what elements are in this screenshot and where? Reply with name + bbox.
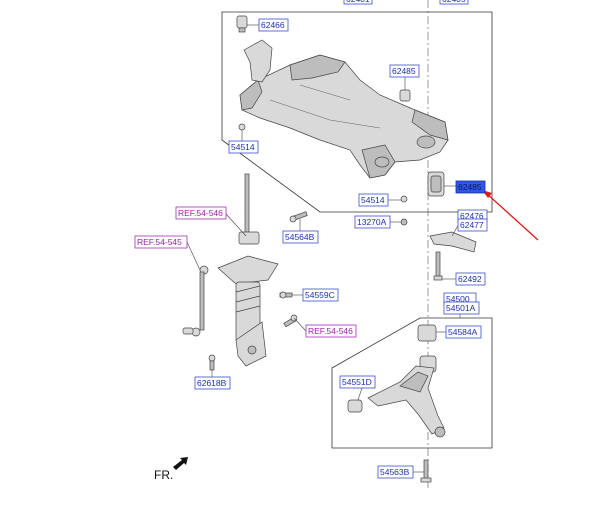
ref-54-546-bottom[interactable]: REF.54-546 — [308, 326, 353, 336]
bracket-62476 — [429, 231, 477, 253]
crossmember-drawing — [239, 39, 449, 179]
label-62476[interactable]: 62476 — [460, 211, 484, 221]
leader-lines — [186, 24, 461, 473]
label-54514-right[interactable]: 54514 — [361, 195, 385, 205]
front-arrow-icon — [173, 457, 188, 470]
label-54563B[interactable]: 54563B — [380, 467, 410, 477]
bushing-62485-upper — [399, 89, 411, 102]
strut-drawing — [217, 173, 279, 367]
ref-54-546-top[interactable]: REF.54-546 — [178, 208, 223, 218]
bolt-62618B — [208, 354, 216, 371]
lower-arm-group-frame — [331, 317, 493, 449]
label-54559C[interactable]: 54559C — [305, 290, 335, 300]
bolt-62492 — [433, 251, 443, 281]
label-54500[interactable]: 54500 — [446, 294, 470, 304]
bolt-54563B — [420, 459, 432, 483]
subframe-group-frame — [221, 11, 493, 213]
label-54551D[interactable]: 54551D — [342, 377, 372, 387]
label-62466[interactable]: 62466 — [261, 20, 285, 30]
label-62485-selected[interactable]: 62485 — [458, 182, 482, 192]
washer-54514-right — [400, 195, 408, 203]
lower-arm-drawing — [367, 324, 446, 438]
label-54514-left[interactable]: 54514 — [231, 142, 255, 152]
label-top-cut-left[interactable]: 62481 — [346, 0, 370, 4]
bushing-62485-lower — [427, 171, 445, 197]
label-62492[interactable]: 62492 — [458, 274, 482, 284]
bolt-right-strut — [283, 314, 298, 328]
label-62618B[interactable]: 62618B — [197, 378, 227, 388]
bolt-54564B — [289, 211, 308, 223]
label-top-cut-right[interactable]: 62405 — [442, 0, 466, 4]
label-13270A[interactable]: 13270A — [357, 217, 387, 227]
label-54584A[interactable]: 54584A — [448, 327, 478, 337]
bushing-62466 — [236, 15, 248, 33]
ref-54-545[interactable]: REF.54-545 — [137, 237, 182, 247]
bushing-54551D — [347, 399, 363, 413]
label-54564B[interactable]: 54564B — [285, 232, 315, 242]
highlight-arrow — [482, 190, 539, 241]
bolt-54559C — [279, 291, 293, 299]
washer-54514-left — [238, 123, 246, 131]
label-62485-upper[interactable]: 62485 — [392, 66, 416, 76]
label-54501A[interactable]: 54501A — [446, 303, 476, 313]
stabilizer-link-drawing — [182, 265, 209, 337]
front-direction-label: FR. — [154, 468, 173, 482]
nut-13270A — [400, 218, 408, 226]
label-62477[interactable]: 62477 — [460, 220, 484, 230]
